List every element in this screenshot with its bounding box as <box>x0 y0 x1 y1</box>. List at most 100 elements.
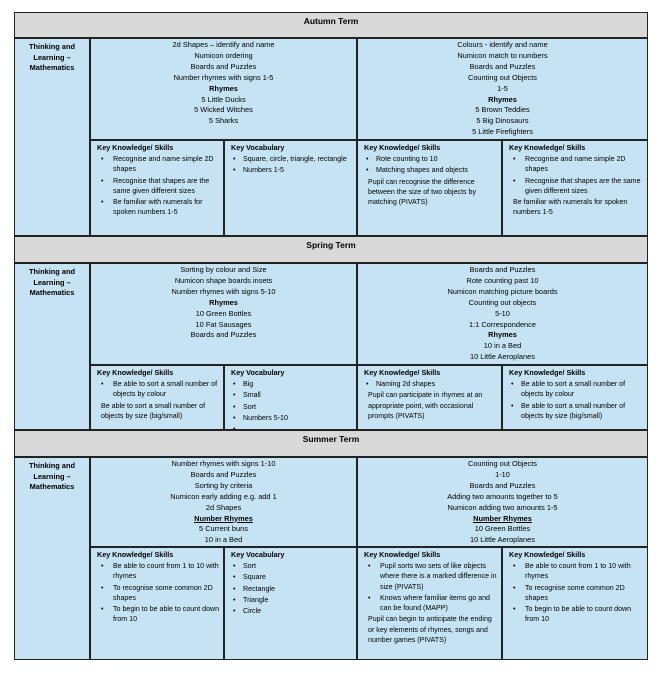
content-line: Boards and Puzzles <box>190 61 257 71</box>
section-heading: Key Knowledge/ Skills <box>97 368 174 377</box>
content-line: 10 Little Aeroplanes <box>470 535 535 545</box>
subject-label: Thinking and Learning – Mathematics <box>14 457 90 660</box>
bullet-item: Pupil sorts two sets of like objects whe… <box>358 561 501 592</box>
content-line: Counting out objects <box>468 297 537 307</box>
key-knowledge-far: Key Knowledge/ SkillsRecognise and name … <box>502 140 648 236</box>
content-line: 10 Green Bottles <box>195 308 252 318</box>
content-line: Boards and Puzzles <box>469 480 536 490</box>
content-line: Rhymes <box>488 330 517 340</box>
term-header: Autumn Term <box>14 12 648 38</box>
bullet-item: To recognise some common 2D shapes <box>91 583 223 604</box>
key-knowledge-right: Key Knowledge/ SkillsNaming 2d shapesPup… <box>357 365 502 430</box>
bullet-list: Pupil sorts two sets of like objects whe… <box>358 561 501 613</box>
bullet-item: To recognise some common 2D shapes <box>503 583 647 604</box>
section-heading: Key Knowledge/ Skills <box>97 143 174 152</box>
content-line: Numicon early adding e.g. add 1 <box>170 491 277 501</box>
content-line: Rhymes <box>209 297 238 307</box>
content-line: Rhymes <box>209 83 238 93</box>
term-title: Spring Term <box>306 240 356 250</box>
content-line: Numicon ordering <box>194 50 253 60</box>
content-line: 2d Shapes – identify and name <box>172 40 275 49</box>
content-line: Boards and Puzzles <box>190 469 257 479</box>
bullet-list: Recognise and name simple 2D shapesRecog… <box>503 154 647 196</box>
content-line: Number Rhymes <box>194 513 253 523</box>
bullet-item: Recognise and name simple 2D shapes <box>91 154 223 175</box>
content-line: Numicon matching picture boards <box>447 286 558 296</box>
content-line: Boards and Puzzles <box>469 265 536 274</box>
content-line: Rhymes <box>488 94 517 104</box>
bullet-item: Rote counting to 10 <box>358 154 501 165</box>
content-line: 1-10 <box>495 469 510 479</box>
content-line: Numicon shape boards insets <box>174 275 273 285</box>
paragraph: Pupil can participate in rhymes at an ap… <box>368 391 483 420</box>
bullet-list: Be able to sort a small number of object… <box>91 379 223 400</box>
content-line: Number rhymes with signs 5-10 <box>171 286 276 296</box>
paragraph: Be familiar with numerals for spoken num… <box>513 198 628 217</box>
section-heading: Key Knowledge/ Skills <box>509 143 586 152</box>
bullet-item: Knows where familiar items go and can be… <box>358 593 501 614</box>
content-line: 2d Shapes <box>205 502 242 512</box>
section-heading: Key Knowledge/ Skills <box>364 368 441 377</box>
content-line: 10 in a Bed <box>483 341 522 351</box>
bullet-item: Naming 2d shapes <box>358 379 501 390</box>
bullet-item: Be able to sort a small number of object… <box>91 379 223 400</box>
bullet-item: Triangle <box>225 595 356 606</box>
section-heading: Key Knowledge/ Skills <box>97 550 174 559</box>
bullet-item: To begin to be able to count down from 1… <box>91 604 223 625</box>
bullet-item: Sort <box>225 402 356 413</box>
content-line: Counting out Objects <box>467 72 538 82</box>
content-line: 5-10 <box>495 308 510 318</box>
bullet-item: Small <box>225 390 356 401</box>
content-line: 10 Green Bottles <box>474 524 531 534</box>
key-knowledge-left: Key Knowledge/ SkillsRecognise and name … <box>90 140 224 236</box>
key-vocabulary: Key VocabularySquare, circle, triangle, … <box>224 140 357 236</box>
bullet-list: Recognise and name simple 2D shapesRecog… <box>91 154 223 218</box>
content-line: Number Rhymes <box>473 513 532 523</box>
bullet-item: Be able to count from 1 to 10 with rhyme… <box>503 561 647 582</box>
content-line: 5 Current buns <box>199 524 248 534</box>
content-line: 10 Fat Sausages <box>195 319 252 329</box>
section-heading: Key Knowledge/ Skills <box>364 550 441 559</box>
section-heading: Key Vocabulary <box>231 550 285 559</box>
section-heading: Key Vocabulary <box>231 143 285 152</box>
key-knowledge-right: Key Knowledge/ SkillsPupil sorts two set… <box>357 547 502 660</box>
section-heading: Key Knowledge/ Skills <box>509 368 586 377</box>
content-line: Counting out Objects <box>467 459 538 468</box>
bullet-item: To begin to be able to count down from 1… <box>503 604 647 625</box>
content-line: 1-5 <box>497 83 508 93</box>
content-line: 5 Big Dinosaurs <box>476 116 529 126</box>
content-line: Rote counting past 10 <box>466 275 539 285</box>
bullet-item: Recognise that shapes are the same given… <box>91 176 223 197</box>
content-line: Sorting by colour and Size <box>180 265 267 274</box>
bullet-item: Be familiar with numerals for spoken num… <box>91 197 223 218</box>
subject-text: Thinking and Learning – Mathematics <box>29 42 75 73</box>
bullet-item: Recognise and name simple 2D shapes <box>503 154 647 175</box>
section-heading: Key Vocabulary <box>231 368 285 377</box>
content-line: 5 Brown Teddies <box>475 105 530 115</box>
key-knowledge-right: Key Knowledge/ SkillsRote counting to 10… <box>357 140 502 236</box>
content-line: Number rhymes with signs 1-10 <box>171 459 276 468</box>
bullet-list: Be able to count from 1 to 10 with rhyme… <box>503 561 647 625</box>
bullet-list: BigSmallSortNumbers 5-10 <box>225 379 356 429</box>
paragraph: Pupil can begin to anticipate the ending… <box>368 615 492 645</box>
section-heading: Key Knowledge/ Skills <box>364 143 441 152</box>
bullet-item: Be able to sort a small number of object… <box>503 379 647 400</box>
subject-text: Thinking and Learning – Mathematics <box>29 267 75 298</box>
subject-label: Thinking and Learning – Mathematics <box>14 38 90 236</box>
content-line: 5 Little Ducks <box>201 94 246 104</box>
content-line: 5 Little Firefighters <box>472 127 533 137</box>
bullet-item: Numbers 5-10 <box>225 413 356 424</box>
term-title: Summer Term <box>302 434 360 444</box>
content-line: 1:1 Correspondence <box>469 319 536 329</box>
bullet-item: Be able to count from 1 to 10 with rhyme… <box>91 561 223 582</box>
bullet-list: Rote counting to 10Matching shapes and o… <box>358 154 501 176</box>
bullet-item: Be able to sort a small number of object… <box>503 401 647 422</box>
term-header: Spring Term <box>14 236 648 263</box>
bullet-item: Rectangle <box>225 584 356 595</box>
paragraph: Pupil can recognise the difference betwe… <box>368 177 477 207</box>
content-line: Boards and Puzzles <box>469 61 536 71</box>
